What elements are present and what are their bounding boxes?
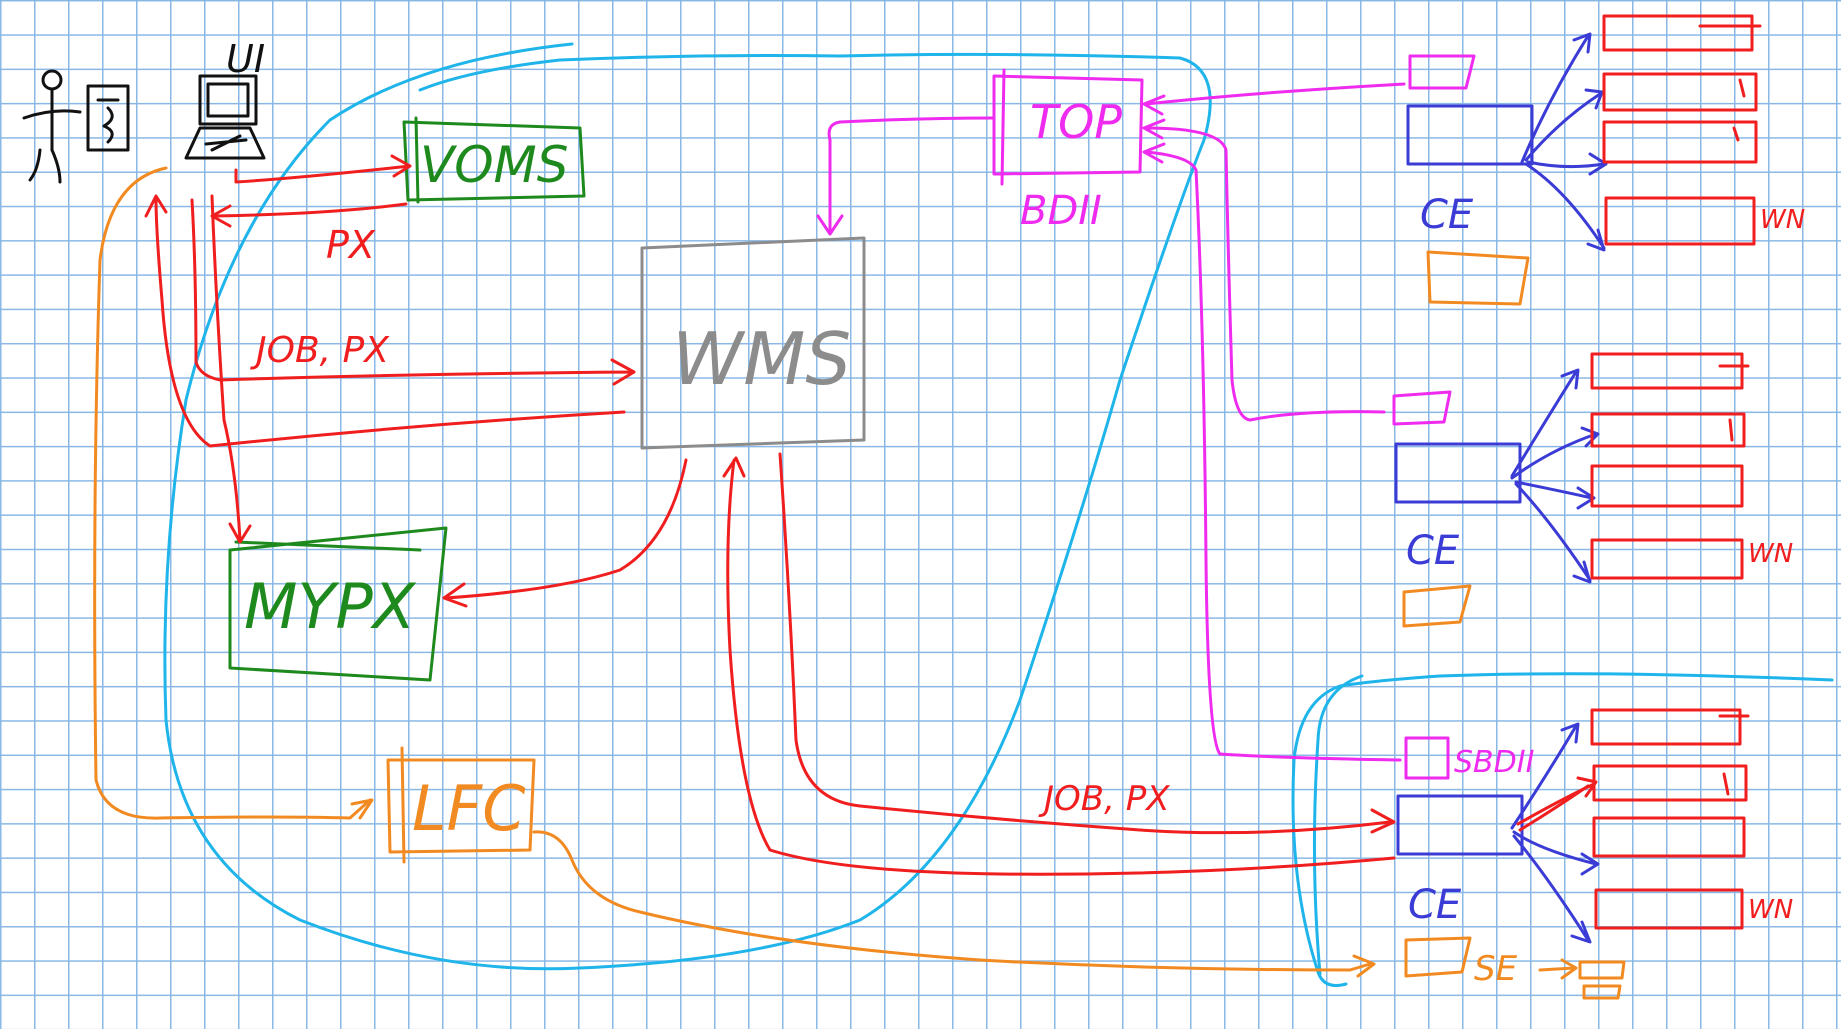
se-to-storage-arrow xyxy=(1538,958,1578,980)
lfc-box xyxy=(386,746,536,864)
job-px-bottom-label: JOB, PX xyxy=(1038,779,1170,819)
mypx-box xyxy=(228,526,448,682)
sbdii-to-bdii-line xyxy=(1142,142,1402,762)
bdii-to-wms-arrow xyxy=(816,116,996,236)
ce2-to-bdii-line xyxy=(1142,118,1386,422)
site2-bdii-box xyxy=(1392,390,1452,426)
ce3-box xyxy=(1396,794,1524,856)
lfc-to-se-line xyxy=(532,830,1376,978)
ce2-label: CE xyxy=(1406,528,1460,574)
wn2-label: WN xyxy=(1748,539,1793,569)
se3-box xyxy=(1404,936,1472,978)
ce1-to-bdii-line xyxy=(1142,82,1406,116)
voms-to-ui-arrow xyxy=(210,202,408,228)
site2-workers xyxy=(1590,352,1750,580)
ce3-label: CE xyxy=(1408,882,1462,928)
px-voms-label: PX xyxy=(326,223,376,267)
ce2-to-wn-arrows xyxy=(1510,368,1600,584)
ui-label: UI xyxy=(226,37,265,81)
se1-box xyxy=(1426,250,1530,306)
computer-icon xyxy=(184,74,266,160)
ce3-to-wn-arrows xyxy=(1510,722,1600,944)
wn3-label: WN xyxy=(1748,895,1793,925)
ce-to-wms-arrow xyxy=(722,456,1396,876)
ce2-box xyxy=(1394,442,1522,504)
site1-bdii-box xyxy=(1408,54,1476,90)
wms-to-ui-arrow xyxy=(144,194,626,448)
voms-box xyxy=(402,116,586,204)
ce1-to-wn-arrows xyxy=(1520,32,1608,252)
wms-to-ce-job-arrow xyxy=(778,452,1396,835)
central-services-boundary xyxy=(163,42,1212,971)
wms-to-mypx-arrow xyxy=(442,458,688,608)
voms-label: VOMS xyxy=(420,136,568,194)
site3-bdii-box xyxy=(1404,736,1450,780)
certificate-icon xyxy=(86,84,130,152)
ce1-label: CE xyxy=(1420,192,1474,238)
site-boundary-inner xyxy=(1312,674,1364,976)
wms-box xyxy=(640,236,866,450)
job-px-top-label: JOB, PX xyxy=(250,330,390,371)
user-to-lfc-line xyxy=(93,166,374,820)
sbdii-label: SBDII xyxy=(1454,745,1535,780)
top-label: TOP xyxy=(1030,95,1122,149)
ui-to-voms-arrow xyxy=(234,154,412,184)
mypx-label: MYPX xyxy=(244,570,417,643)
site3-workers xyxy=(1590,708,1750,930)
lfc-label: LFC xyxy=(412,772,526,845)
ui-to-mypx-arrow xyxy=(210,194,252,544)
wms-label: WMS xyxy=(672,317,851,401)
se2-box xyxy=(1402,584,1472,628)
top-bdii-box xyxy=(992,68,1144,186)
storage-icon xyxy=(1578,960,1626,1000)
ce1-box xyxy=(1406,104,1534,166)
wn1-label: WN xyxy=(1760,205,1805,235)
site-boundary xyxy=(1291,672,1834,987)
site1-workers xyxy=(1602,14,1762,246)
se-label: SE xyxy=(1474,949,1518,989)
user-figure-icon xyxy=(22,69,82,184)
ce3-red-link xyxy=(1516,776,1598,832)
bdii-label: BDII xyxy=(1020,188,1102,234)
